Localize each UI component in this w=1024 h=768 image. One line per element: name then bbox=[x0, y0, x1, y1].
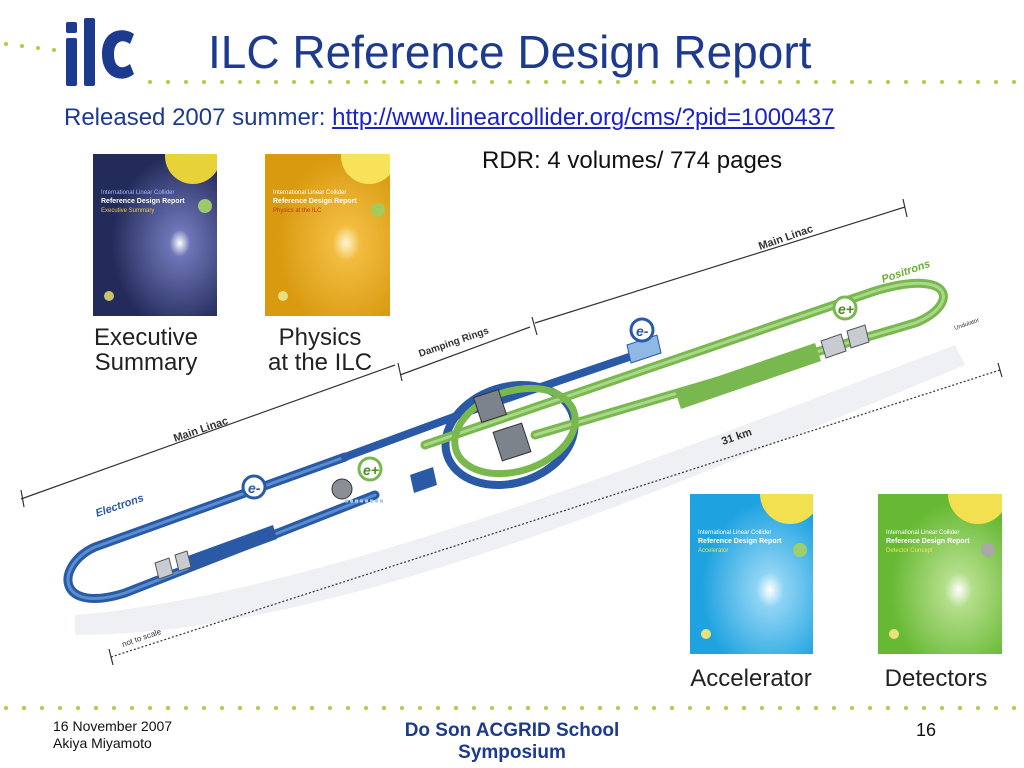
page-number: 16 bbox=[916, 720, 937, 740]
cover-subtitle: Physics at the ILC bbox=[273, 208, 322, 214]
label-electrons: Electrons bbox=[94, 492, 145, 520]
cover-series-text: International Linear Collider bbox=[886, 530, 959, 536]
cover-series-text: International Linear Collider bbox=[273, 190, 346, 196]
release-prefix: Released 2007 summer: bbox=[64, 104, 333, 131]
footer-date-author: 16 November 2007 Akiya Miyamoto bbox=[53, 718, 173, 751]
top-dotted-line bbox=[4, 42, 1016, 84]
cover-subtitle: Executive Summary bbox=[101, 208, 154, 214]
cover-detectors: International Linear Collider Reference … bbox=[878, 494, 1002, 654]
label-executive-summary: Executive Summary bbox=[93, 324, 199, 376]
dimension-lines bbox=[20, 198, 1003, 666]
footer-event: Do Son ACGRID School Symposium bbox=[404, 720, 620, 763]
cover-subtitle: Detector Concept bbox=[886, 548, 933, 554]
label-detectors: Detectors bbox=[884, 665, 988, 692]
page-title: ILC Reference Design Report bbox=[208, 26, 812, 78]
positron-source-undulator bbox=[331, 467, 437, 503]
label-accelerator: Accelerator bbox=[690, 665, 812, 692]
positron-symbol-1: e+ bbox=[363, 462, 379, 478]
cover-report-text: Reference Design Report bbox=[101, 198, 185, 205]
release-info: Released 2007 summer: http://www.linearc… bbox=[64, 103, 834, 133]
cover-report-text: Reference Design Report bbox=[886, 538, 970, 545]
label-undulator: Undulator bbox=[954, 318, 981, 332]
cover-series-text: International Linear Collider bbox=[698, 530, 771, 536]
cover-series-text: International Linear Collider bbox=[101, 190, 174, 196]
label-physics: Physics at the ILC bbox=[267, 324, 373, 376]
ilc-logo bbox=[66, 18, 134, 86]
rdr-link[interactable]: http://www.linearcollider.org/cms/?pid=1… bbox=[332, 104, 835, 131]
cover-report-text: Reference Design Report bbox=[273, 198, 357, 205]
positron-linac-module bbox=[675, 324, 870, 409]
cover-accelerator: International Linear Collider Reference … bbox=[690, 494, 813, 654]
bottom-dotted-line bbox=[4, 706, 1016, 710]
electron-linac-module bbox=[154, 525, 277, 580]
cover-subtitle: Accelerator bbox=[698, 548, 728, 554]
rdr-summary: RDR: 4 volumes/ 774 pages bbox=[482, 147, 783, 174]
positron-symbol-2: e+ bbox=[838, 301, 854, 317]
cover-executive-summary: International Linear Collider Reference … bbox=[93, 154, 217, 316]
interaction-region-detectors bbox=[472, 388, 532, 462]
electron-symbol-2: e- bbox=[636, 323, 649, 339]
cover-physics: International Linear Collider Reference … bbox=[265, 154, 390, 316]
cover-report-text: Reference Design Report bbox=[698, 538, 782, 545]
ilc-schematic-diagram: e- e- e+ e+ Main Linac Positrons Damping… bbox=[20, 198, 1003, 666]
label-main-linac-left: Main Linac bbox=[172, 415, 230, 445]
positron-beamline bbox=[420, 278, 948, 478]
electron-symbol-1: e- bbox=[248, 480, 261, 496]
